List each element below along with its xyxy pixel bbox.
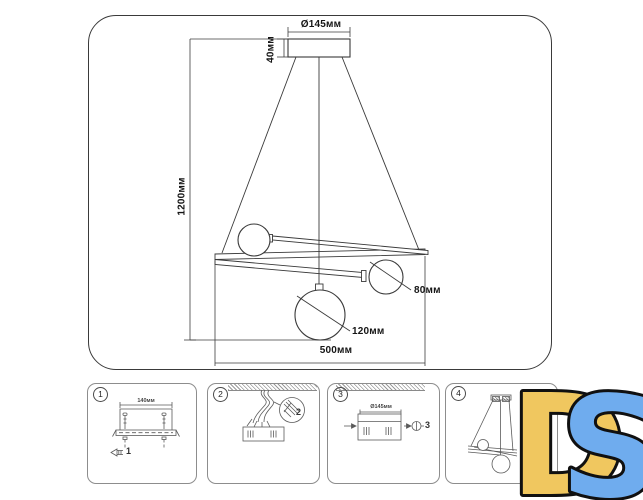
step2-wire-detail-label: 2 xyxy=(296,407,302,417)
large-sphere-label: 120мм xyxy=(352,326,385,337)
bracket-width-label: 140мм xyxy=(137,398,155,404)
canopy-height-label: 40мм xyxy=(265,36,277,63)
leader-80mm xyxy=(369,261,412,291)
logo-letter-d: D xyxy=(510,384,626,500)
screw-icon xyxy=(110,448,118,457)
step2-number-badge: 2 xyxy=(213,387,228,402)
left-sphere xyxy=(237,223,271,257)
left-wire xyxy=(221,56,297,254)
canopy-diameter-label: Ø145мм xyxy=(300,19,342,30)
ceiling-hatch-step3 xyxy=(336,384,425,391)
logo-letter-s: S xyxy=(560,384,643,500)
lower-bar xyxy=(214,259,364,278)
step-panel-2 xyxy=(207,383,320,484)
step4-minilamp-drawing xyxy=(467,394,518,474)
step2-canopy xyxy=(242,426,285,442)
step3-number-badge: 3 xyxy=(333,387,348,402)
fixture-width-label: 500мм xyxy=(319,345,353,356)
dimension-lines xyxy=(184,27,426,366)
canopy xyxy=(287,38,351,58)
ceiling-hatch-step2 xyxy=(228,384,317,391)
leader-120mm xyxy=(296,295,351,332)
ds-logo: D S xyxy=(508,384,643,500)
lower-bar-cap xyxy=(361,270,367,282)
step-panel-3 xyxy=(327,383,440,484)
step4-number-badge: 4 xyxy=(451,386,466,401)
mini-canopy-hatch-right xyxy=(502,395,510,402)
pendant-drawing xyxy=(214,38,429,341)
arrow-right-icon xyxy=(406,423,412,429)
step1-bracket-drawing xyxy=(110,402,180,457)
suspension-height-label: 1200мм xyxy=(176,177,188,216)
arrow-left-icon xyxy=(351,423,357,429)
bottom-sphere-120mm xyxy=(294,289,346,341)
step3-canopy-diameter-label: Ø145мм xyxy=(370,404,392,410)
right-sphere-80mm xyxy=(368,259,404,295)
step1-number-badge: 1 xyxy=(93,387,108,402)
mini-canopy-hatch-left xyxy=(492,395,500,402)
right-wire xyxy=(341,56,420,251)
step3-canopy-drawing xyxy=(344,409,424,441)
step3-screw-label: 3 xyxy=(425,420,431,430)
wire-detail-magnifier xyxy=(279,397,305,423)
small-sphere-label: 80мм xyxy=(414,285,441,296)
step2-wiring-drawing xyxy=(242,389,305,442)
step1-screw-label: 1 xyxy=(126,446,132,456)
